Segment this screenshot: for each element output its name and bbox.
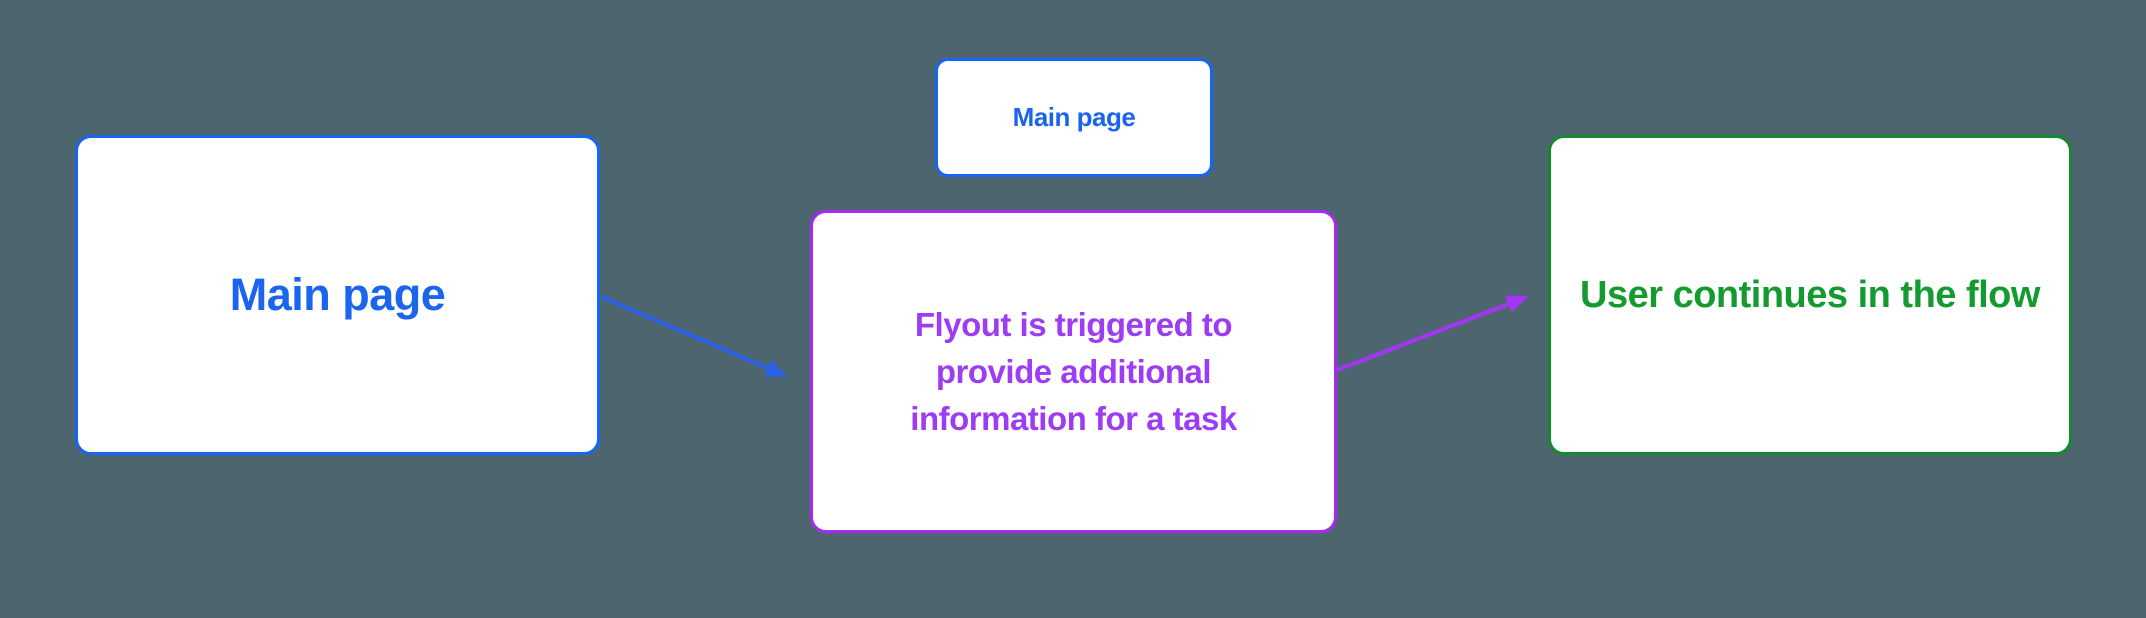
flow-node-flyout[interactable]: Flyout is triggered to provide additiona… bbox=[810, 210, 1337, 533]
flow-node-main-page[interactable]: Main page bbox=[75, 135, 600, 455]
flow-node-user-continues[interactable]: User continues in the flow bbox=[1548, 135, 2072, 455]
flow-node-main-page-label: Main page bbox=[229, 269, 446, 320]
arrow-flyout-to-user-head-icon bbox=[1505, 295, 1529, 313]
arrow-main-to-flyout bbox=[601, 295, 788, 377]
flow-node-main-page-mini[interactable]: Main page bbox=[935, 58, 1213, 177]
flow-node-flyout-label: Flyout is triggered to provide additiona… bbox=[910, 306, 1237, 437]
arrow-main-to-flyout-head-icon bbox=[764, 360, 788, 377]
flow-node-user-continues-label: User continues in the flow bbox=[1580, 273, 2040, 316]
arrow-main-to-flyout-line bbox=[601, 295, 771, 371]
arrow-flyout-to-user-line bbox=[1336, 301, 1511, 372]
arrow-flyout-to-user bbox=[1336, 295, 1529, 372]
flow-node-main-page-mini-label: Main page bbox=[1012, 102, 1136, 132]
